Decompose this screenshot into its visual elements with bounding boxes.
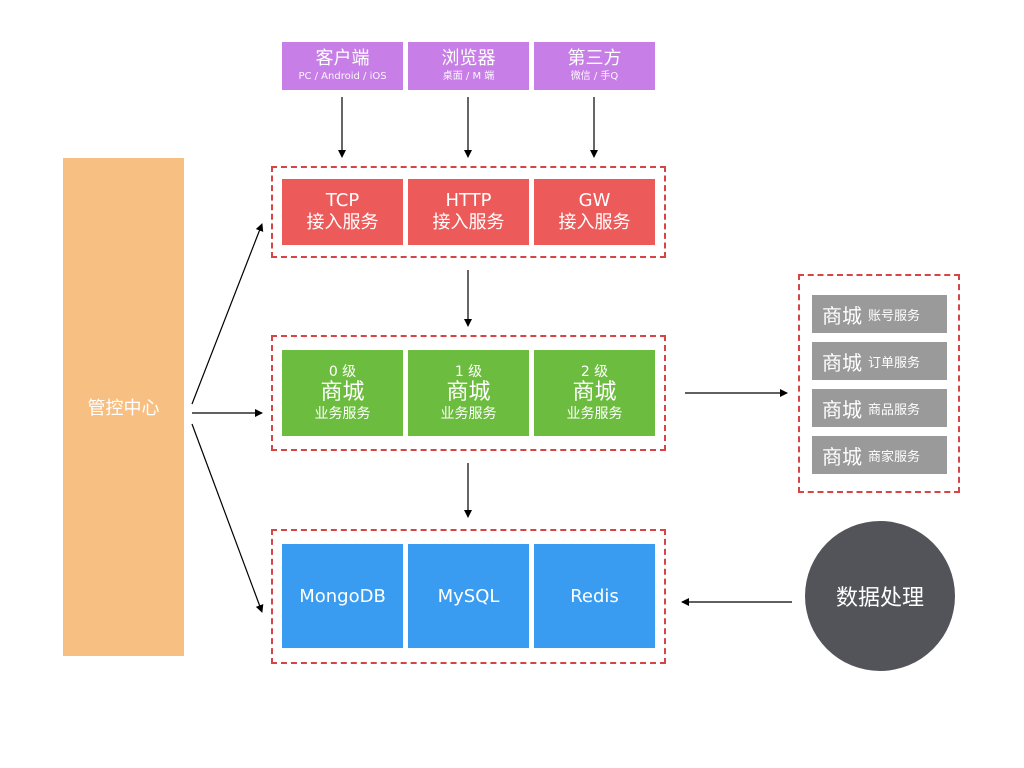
- database-box-redis: Redis: [534, 544, 655, 648]
- client-subtitle: 桌面 / M 端: [442, 71, 495, 82]
- service-main: 商城: [822, 303, 862, 328]
- access-box-http: HTTP 接入服务: [408, 179, 529, 245]
- service-sub: 账号服务: [868, 308, 921, 324]
- business-level: 2 级: [580, 364, 609, 380]
- service-box-product: 商城 商品服务: [812, 389, 947, 427]
- service-main: 商城: [822, 350, 862, 375]
- arrow-control-to-db: [191, 423, 264, 613]
- business-level: 1 级: [454, 364, 483, 380]
- arrow-control-to-access: [191, 223, 264, 405]
- client-title: 浏览器: [441, 48, 496, 69]
- access-label: 接入服务: [306, 212, 379, 233]
- access-label: 接入服务: [558, 212, 631, 233]
- access-protocol: HTTP: [445, 190, 492, 211]
- client-subtitle: PC / Android / iOS: [298, 71, 387, 82]
- service-main: 商城: [822, 397, 862, 422]
- business-label: 业务服务: [314, 406, 371, 422]
- control-center-box: 管控中心: [63, 158, 184, 656]
- service-box-merchant: 商城 商家服务: [812, 436, 947, 474]
- access-box-gw: GW 接入服务: [534, 179, 655, 245]
- client-box-app: 客户端 PC / Android / iOS: [282, 42, 403, 90]
- database-name: Redis: [570, 585, 619, 607]
- access-tier-group: [271, 166, 666, 258]
- business-title: 商城: [572, 380, 617, 405]
- service-box-order: 商城 订单服务: [812, 342, 947, 380]
- business-level: 0 级: [328, 364, 357, 380]
- services-group: [798, 274, 960, 493]
- business-title: 商城: [446, 380, 491, 405]
- client-box-thirdparty: 第三方 微信 / 手Q: [534, 42, 655, 90]
- business-title: 商城: [320, 380, 365, 405]
- client-title: 第三方: [567, 48, 622, 69]
- database-name: MongoDB: [299, 585, 386, 607]
- database-box-mongodb: MongoDB: [282, 544, 403, 648]
- business-box-level2: 2 级 商城 业务服务: [534, 350, 655, 436]
- service-sub: 商品服务: [868, 402, 921, 418]
- client-box-browser: 浏览器 桌面 / M 端: [408, 42, 529, 90]
- client-subtitle: 微信 / 手Q: [570, 71, 619, 82]
- business-label: 业务服务: [440, 406, 497, 422]
- access-protocol: GW: [578, 190, 611, 211]
- service-main: 商城: [822, 444, 862, 469]
- business-box-level0: 0 级 商城 业务服务: [282, 350, 403, 436]
- control-center-label: 管控中心: [87, 398, 160, 419]
- access-label: 接入服务: [432, 212, 505, 233]
- business-label: 业务服务: [566, 406, 623, 422]
- service-sub: 商家服务: [868, 449, 921, 465]
- database-tier-group: [271, 529, 666, 664]
- access-protocol: TCP: [325, 190, 360, 211]
- service-box-account: 商城 账号服务: [812, 295, 947, 333]
- service-sub: 订单服务: [868, 355, 921, 371]
- data-processing-node: 数据处理: [805, 521, 955, 671]
- business-tier-group: [271, 335, 666, 451]
- business-box-level1: 1 级 商城 业务服务: [408, 350, 529, 436]
- database-box-mysql: MySQL: [408, 544, 529, 648]
- data-processing-label: 数据处理: [835, 586, 924, 611]
- access-box-tcp: TCP 接入服务: [282, 179, 403, 245]
- client-title: 客户端: [315, 48, 370, 69]
- database-name: MySQL: [437, 585, 500, 607]
